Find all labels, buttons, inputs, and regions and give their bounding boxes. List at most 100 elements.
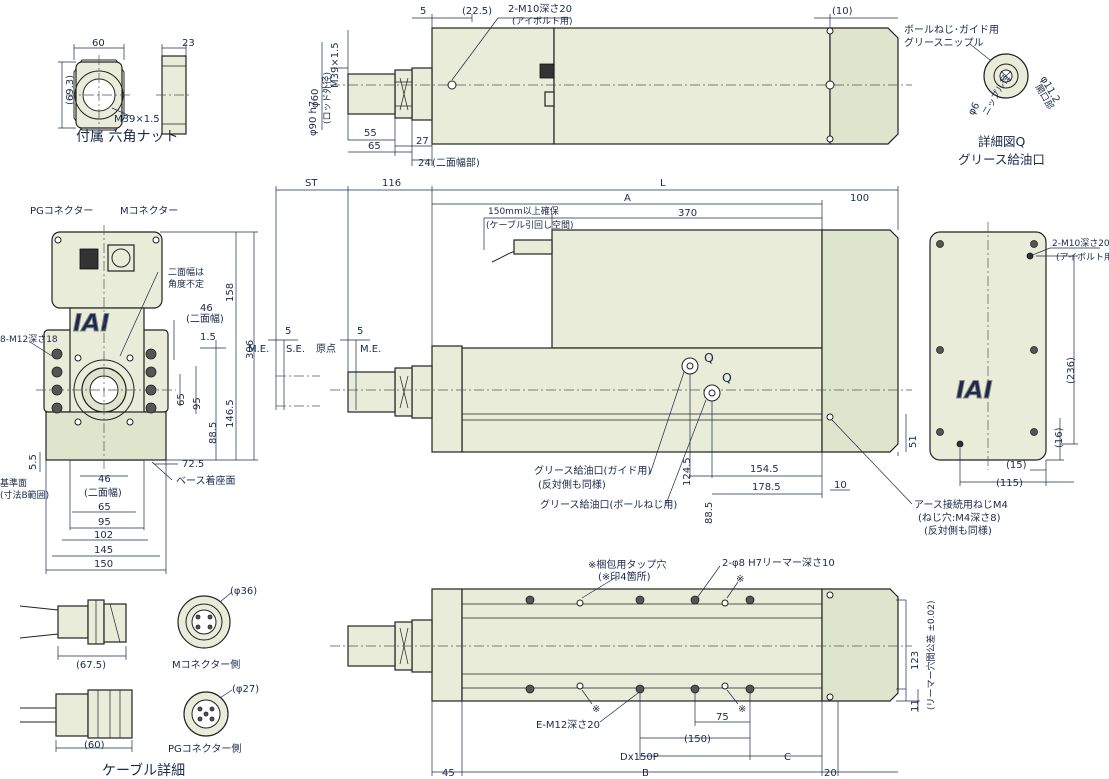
front-b65-dim: 65 xyxy=(98,502,111,513)
detail-q-caption2: グリース給油口 xyxy=(958,152,1045,167)
bottom-mark1: ※ xyxy=(736,574,744,585)
bottom-75-dim: 75 xyxy=(716,712,729,723)
side-earth3: (反対側も同様) xyxy=(924,524,992,537)
end-236-dim: (236) xyxy=(1066,357,1077,384)
front-46-dim: 46 xyxy=(200,303,213,314)
front-46-note: (二面幅) xyxy=(186,312,224,325)
front-across-note1: 二面幅は xyxy=(168,266,204,278)
front-view: IAI xyxy=(0,205,258,574)
side-51-dim: 51 xyxy=(908,435,919,448)
bottom-reamer-tol: (リーマー穴間公差 ±0.02) xyxy=(925,601,937,710)
front-tap-label: 8-M12深さ18 xyxy=(0,334,58,345)
side-grease-guide2: (反対側も同様) xyxy=(538,478,606,491)
end-115-dim: (115) xyxy=(996,478,1023,489)
cable-27-dim: (φ27) xyxy=(232,684,259,695)
side-q1-label: Q xyxy=(704,350,714,365)
end-tap-label: 2-M10深さ20 xyxy=(1052,238,1109,249)
end-view: IAI 2-M10深さ20 (アイボルト用) (236) (16) (15) (… xyxy=(929,222,1109,489)
bottom-c-dim: C xyxy=(784,752,791,763)
front-88-5-dim: 88.5 xyxy=(208,422,219,444)
cable-60-dim: (60) xyxy=(84,740,105,751)
top-27-dim: 27 xyxy=(416,136,429,147)
nut-thread-dim: M39×1.5 xyxy=(114,114,160,125)
top-rod-note: (ロッド外径) xyxy=(321,72,333,124)
side-se-label: S.E. xyxy=(286,344,305,355)
bottom-pack-tap1: ※梱包用タップ穴 xyxy=(588,558,666,571)
side-grease-ball: グリース給油口(ボールねじ用) xyxy=(540,498,677,511)
front-1-5-dim: 1.5 xyxy=(200,332,216,343)
front-b102-dim: 102 xyxy=(94,530,113,541)
front-base-ref2: (寸法B範囲) xyxy=(0,489,49,501)
top-thread-dim: M39×1.5 xyxy=(330,42,341,88)
bottom-mark3: ※ xyxy=(738,704,746,715)
side-st-dim: ST xyxy=(305,178,318,189)
cable-pg-side: PGコネクター側 xyxy=(168,742,241,755)
top-65-dim: 65 xyxy=(368,141,381,152)
top-rod-dia-dim: φ60 xyxy=(310,89,321,108)
front-95-dim: 95 xyxy=(192,397,203,410)
side-370-dim: 370 xyxy=(678,208,697,219)
bottom-123-dim: 123 xyxy=(910,651,921,670)
front-b46-note: (二面幅) xyxy=(84,486,122,499)
front-b46-dim: 46 xyxy=(98,474,111,485)
front-65-dim: 65 xyxy=(176,393,187,406)
side-grease-guide1: グリース給油口(ガイド用) xyxy=(534,464,651,477)
side-88-5-dim: 88.5 xyxy=(704,502,715,524)
side-l-dim: L xyxy=(660,178,666,189)
side-10-dim: 10 xyxy=(834,480,847,491)
front-146-5-dim: 146.5 xyxy=(225,399,236,428)
bottom-tap: E-M12深さ20 xyxy=(536,719,600,731)
side-q2-label: Q xyxy=(722,370,732,385)
bottom-45-dim: 45 xyxy=(442,768,455,779)
side-124-5-dim: 124.5 xyxy=(682,457,693,486)
top-eyebolt-label: (アイボルト用) xyxy=(512,16,573,27)
side-origin-label: 原点 xyxy=(316,343,336,355)
cable-67-5-dim: (67.5) xyxy=(76,660,106,671)
front-across-note2: 角度不定 xyxy=(168,278,204,290)
front-b150-dim: 150 xyxy=(94,559,113,570)
bottom-dx150p-dim: Dx150P xyxy=(620,752,659,763)
bottom-reamer: 2-φ8 H7リーマー深さ10 xyxy=(722,557,835,569)
bottom-b-dim: B xyxy=(642,768,649,779)
top-view: 5 (22.5) 2-M10深さ20 (アイボルト用) (10) M39×1.5… xyxy=(308,3,912,169)
end-logo: IAI xyxy=(956,376,993,404)
bottom-mark2: ※ xyxy=(592,704,600,715)
front-m-conn: Mコネクター xyxy=(120,205,178,217)
side-5a-dim: 5 xyxy=(285,326,291,337)
detail-q-nipple-dia: φ6 xyxy=(966,101,982,118)
top-24-dim: 24 xyxy=(418,158,431,169)
side-a-dim: A xyxy=(624,193,631,204)
top-10-dim: (10) xyxy=(832,6,853,17)
bottom-20-dim: 20 xyxy=(824,768,837,779)
detail-q-title1: ボールねじ･ガイド用 xyxy=(904,24,999,36)
side-me1-label: M.E. xyxy=(248,344,269,355)
side-100-dim: 100 xyxy=(850,193,869,204)
detail-q: ボールねじ･ガイド用 グリースニップル φ6 ニップル径 φ11.2 開口部 詳… xyxy=(904,24,1062,167)
side-cable-note1: 150mm以上確保 xyxy=(488,205,559,217)
side-me2-label: M.E. xyxy=(360,344,381,355)
side-178-5-dim: 178.5 xyxy=(752,482,781,493)
front-base-ref1: 基準面 xyxy=(0,477,27,489)
nut-height-dim: (69.3) xyxy=(65,75,76,105)
top-5-dim: 5 xyxy=(420,6,426,17)
top-22-5-dim: (22.5) xyxy=(462,6,492,17)
side-view: ST 116 L A 100 150mm以上確保 (ケーブル引回し空間) 370… xyxy=(248,178,1008,537)
bottom-11-dim: 11 xyxy=(910,699,921,712)
front-b145-dim: 145 xyxy=(94,545,113,556)
side-cable-note2: (ケーブル引回し空間) xyxy=(486,219,573,231)
cable-caption: ケーブル詳細 xyxy=(102,762,185,779)
detail-q-title2: グリースニップル xyxy=(904,36,984,49)
side-5b-dim: 5 xyxy=(357,326,363,337)
top-24-note: (二面幅部) xyxy=(432,156,480,169)
end-eyebolt-label: (アイボルト用) xyxy=(1056,252,1109,263)
nut-view: 60 23 (69.3) M39×1.5 付属 六角ナット xyxy=(58,38,195,145)
front-5-5-dim: 5.5 xyxy=(28,454,39,470)
nut-across-dim: 23 xyxy=(182,38,195,49)
side-earth2: (ねじ穴:M4深さ8) xyxy=(918,511,1001,524)
top-55-dim: 55 xyxy=(364,128,377,139)
front-158-dim: 158 xyxy=(225,283,236,302)
front-pg-conn: PGコネクター xyxy=(30,205,93,217)
front-72-5-dim: 72.5 xyxy=(182,459,204,470)
nut-caption: 付属 六角ナット xyxy=(76,129,178,145)
